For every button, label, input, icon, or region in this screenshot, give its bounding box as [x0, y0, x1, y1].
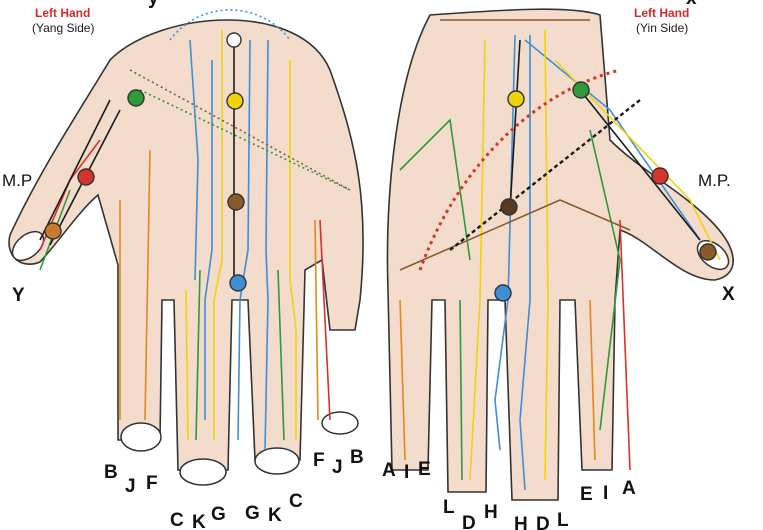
left-y-label: Y	[12, 285, 25, 306]
right-finger-label-5: D	[462, 513, 476, 530]
left-nail-3	[255, 448, 299, 474]
right-finger-label-9: L	[557, 510, 569, 530]
left-point-red	[78, 169, 94, 185]
right-point-blue	[495, 285, 511, 301]
left-finger-label-9: C	[289, 491, 303, 512]
right-point-red	[652, 168, 668, 184]
right-x-label: X	[722, 284, 735, 305]
left-finger-label-4: C	[170, 510, 184, 530]
right-finger-label-11: I	[603, 483, 608, 504]
left-finger-label-8: K	[268, 505, 282, 526]
left-finger-label-11: J	[332, 457, 343, 478]
right-mp-label: M.P.	[698, 171, 731, 190]
left-mp-label: M.P	[2, 171, 32, 190]
left-point-orange	[45, 223, 61, 239]
left-nail-2	[180, 459, 226, 485]
right-point-brown	[501, 199, 517, 215]
left-finger-label-7: G	[245, 503, 260, 524]
left-nail-4	[322, 412, 358, 434]
right-finger-label-12: A	[622, 478, 636, 499]
right-finger-label-6: H	[484, 502, 498, 523]
left-point-blue	[230, 275, 246, 291]
right-hand-outline	[387, 9, 733, 500]
right-finger-label-7: H	[514, 514, 528, 530]
right-point-brown-2	[700, 244, 716, 260]
right-hand-subtitle: (Yin Side)	[636, 21, 688, 35]
left-point-white	[227, 33, 241, 47]
right-finger-label-1: A	[382, 460, 396, 481]
right-point-green	[573, 82, 589, 98]
left-hand-subtitle: (Yang Side)	[32, 21, 94, 35]
right-hand-title: Left Hand	[634, 6, 689, 20]
left-hand-title: Left Hand	[35, 6, 90, 20]
left-finger-label-2: J	[125, 476, 136, 497]
left-finger-label-6: G	[211, 504, 226, 525]
right-point-yellow	[508, 91, 524, 107]
right-line-red-1	[620, 220, 630, 470]
left-hand	[7, 10, 363, 485]
left-finger-label-5: K	[192, 512, 206, 530]
left-point-green	[128, 90, 144, 106]
left-point-brown	[228, 194, 244, 210]
left-finger-label-10: F	[313, 450, 325, 471]
left-nail-1	[121, 423, 161, 451]
right-finger-label-4: L	[443, 497, 455, 518]
right-finger-label-3: E	[418, 459, 431, 480]
right-hand	[387, 9, 733, 500]
left-point-yellow	[227, 93, 243, 109]
left-finger-label-12: B	[350, 447, 364, 468]
left-hand-outline	[9, 20, 363, 470]
right-finger-label-10: E	[580, 484, 593, 505]
right-finger-label-2: I	[404, 462, 409, 483]
top-cut-label-left: y	[148, 0, 159, 9]
left-finger-label-1: B	[104, 462, 118, 483]
right-finger-label-8: D	[536, 514, 550, 530]
left-finger-label-3: F	[146, 473, 158, 494]
